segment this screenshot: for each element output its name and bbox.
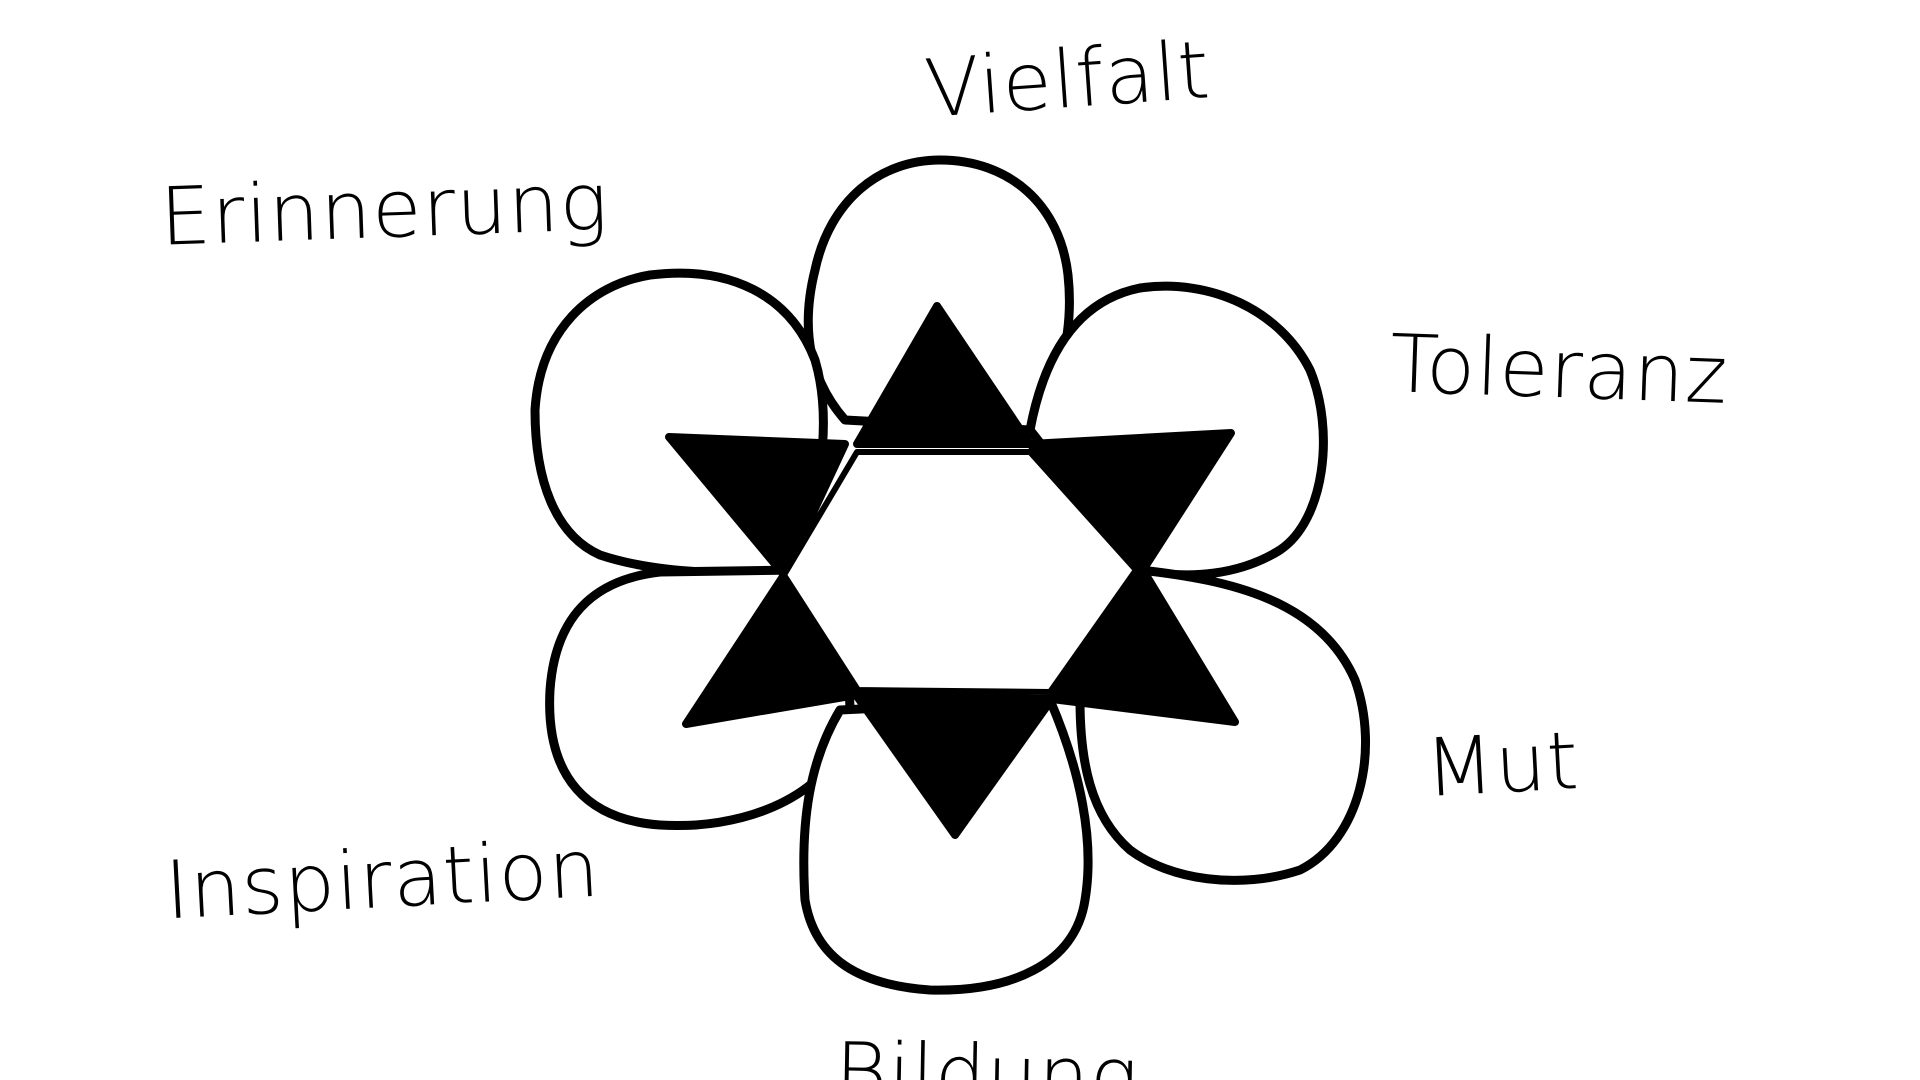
- star-downward-triangle: [852, 691, 1056, 839]
- label-inspiration: Inspiration: [162, 821, 603, 938]
- star-lower-right-triangle: [1048, 566, 1239, 726]
- star-upward-triangle: [853, 302, 1034, 448]
- label-erinnerung: Erinnerung: [158, 155, 611, 264]
- label-vielfalt: Vielfalt: [922, 23, 1214, 136]
- label-toleranz: Toleranz: [1388, 317, 1730, 422]
- label-bildung: Bildung: [834, 1025, 1140, 1080]
- star-right-triangle: [1026, 429, 1235, 574]
- star-left-triangle: [665, 433, 849, 579]
- petal-bottom: [799, 695, 1093, 995]
- star-center-hexagon: [781, 449, 1139, 695]
- star-of-david: [665, 302, 1239, 839]
- label-mut: Mut: [1422, 714, 1582, 815]
